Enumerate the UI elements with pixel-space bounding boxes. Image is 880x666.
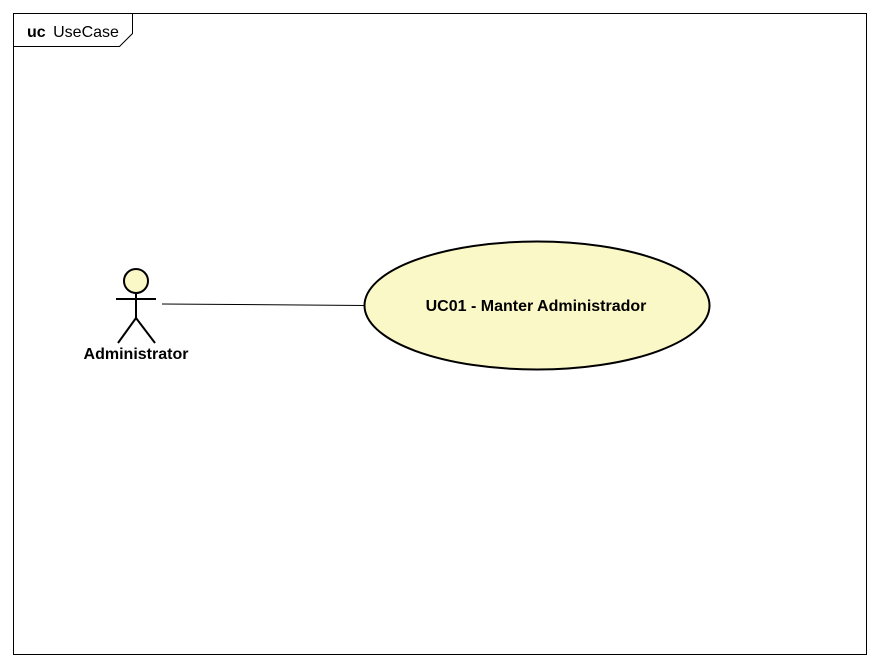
- frame-keyword: uc: [27, 24, 46, 41]
- use-case-uc01[interactable]: UC01 - Manter Administrador: [363, 240, 711, 371]
- actor-label: Administrator: [84, 346, 189, 363]
- actor-icon: [116, 268, 156, 344]
- use-case-ellipse: [363, 240, 711, 371]
- actor-left-leg: [117, 317, 137, 344]
- frame-title: uc UseCase: [27, 24, 119, 41]
- frame-name-tab: [13, 13, 133, 47]
- association-line[interactable]: [161, 303, 366, 306]
- actor-right-leg: [135, 317, 156, 344]
- frame-name: UseCase: [53, 24, 119, 41]
- actor-administrator[interactable]: Administrator: [84, 268, 189, 363]
- actor-head: [123, 268, 149, 294]
- use-case-label: UC01 - Manter Administrador: [426, 298, 647, 315]
